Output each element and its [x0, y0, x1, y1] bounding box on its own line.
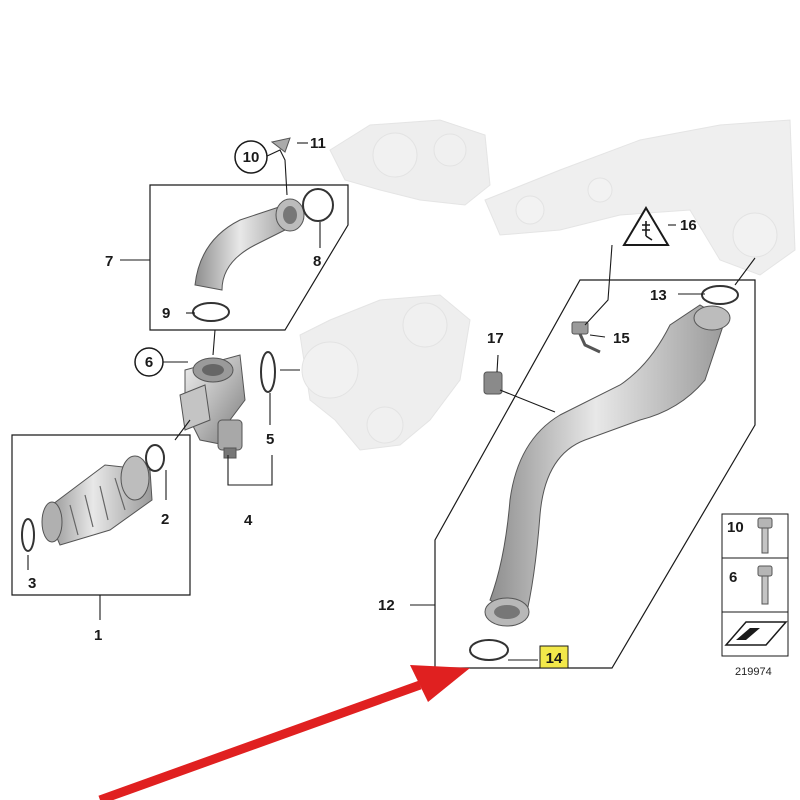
bolt-icon: [757, 565, 773, 605]
label-9: 9: [162, 305, 170, 322]
label-8: 8: [313, 253, 321, 270]
o-ring-13: [701, 285, 739, 305]
reference-number: 219974: [735, 666, 772, 678]
label-3: 3: [28, 575, 36, 592]
o-ring-2: [145, 444, 165, 472]
label-12: 12: [378, 597, 395, 614]
label-16: 16: [680, 217, 697, 234]
bolt-icon: [757, 517, 773, 554]
hardware-legend: 10 6: [721, 513, 789, 657]
sensor-part-15: [571, 321, 601, 354]
o-ring-9: [192, 302, 230, 322]
assembly-frame-7: [149, 184, 349, 331]
valve-part-4: [217, 419, 243, 459]
assembly-frame-1: [11, 434, 191, 596]
legend-label-6: 6: [729, 569, 737, 586]
bent-pipe-part: [194, 198, 305, 291]
o-ring-3: [21, 518, 35, 552]
o-ring-5: [260, 351, 276, 393]
electrical-warning-icon: [622, 206, 670, 246]
clip-part-11: [270, 137, 291, 153]
pipe-housing-part: [179, 354, 246, 446]
o-ring-8: [302, 188, 334, 222]
label-4: 4: [244, 512, 253, 529]
red-pointer-arrow: [98, 665, 470, 800]
label-15: 15: [613, 330, 630, 347]
label-1: 1: [94, 627, 102, 644]
label-5: 5: [266, 431, 274, 448]
turbocharger-ghost-top: [329, 119, 491, 206]
callout-circle-10: [234, 140, 268, 174]
label-2: 2: [161, 511, 169, 528]
highlight-box-14: [539, 645, 569, 669]
charge-pipe-part: [484, 304, 731, 627]
legend-label-10: 10: [727, 519, 744, 536]
callout-circle-6: [134, 347, 164, 377]
label-7: 7: [105, 253, 113, 270]
corrugated-hose-part: [41, 455, 153, 546]
o-ring-14: [469, 639, 509, 661]
exhaust-manifold-ghost: [484, 119, 796, 276]
label-13: 13: [650, 287, 667, 304]
label-10: 10: [243, 149, 260, 166]
label-11: 11: [310, 135, 326, 152]
label-17: 17: [487, 330, 504, 347]
label-14: 14: [546, 650, 563, 667]
page-arrow-icon: [724, 621, 788, 646]
turbocharger-ghost-middle: [299, 294, 471, 451]
leader-lines: [27, 142, 756, 661]
label-6: 6: [145, 354, 153, 371]
sensor-part-17: [483, 371, 503, 395]
